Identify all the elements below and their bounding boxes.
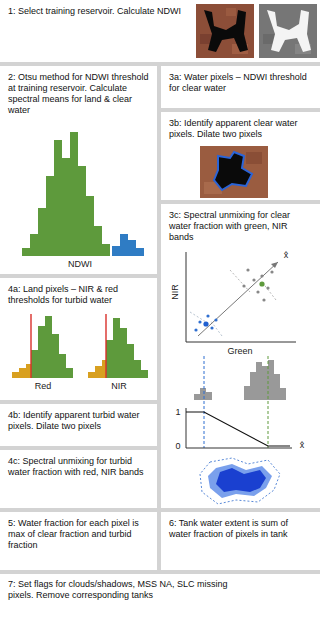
clear-water-image [200,146,268,198]
step-text: 4a: Land pixels – NIR & red thresholds f… [8,284,151,306]
step-text: 3b: Identify apparent clear water pixels… [169,118,312,140]
step-panel: 4b: Identify apparent turbid water pixel… [0,404,157,446]
axis-label: NDWI [68,259,92,269]
axis-label: NIR [111,381,127,391]
step-panel: 7: Set flags for clouds/shadows, MSS NA,… [0,574,320,618]
ndwi-histogram [22,132,144,256]
step-panel: 6: Tank water extent is sum of water fra… [161,512,320,570]
step-panel: 4c: Spectral unmixing for turbid water f… [0,450,157,508]
step-text: 1: Select training reservoir. Calculate … [8,6,190,17]
xhat-histogram [194,356,286,448]
step-panel: 5: Water fraction for each pixel is max … [0,512,157,570]
rgb-thumbnail [196,4,254,58]
axis-label: Green [227,346,252,356]
scatter-plot [186,252,296,342]
step-panel: 3a: Water pixels – NDWI threshold for cl… [161,66,320,108]
step-panel: 3c: Spectral unmixing for clear water fr… [161,204,320,508]
step-text: 5: Water fraction for each pixel is max … [8,518,151,551]
axis-label: NIR [170,284,180,300]
ndwi-thumbnail [259,4,317,58]
red-histogram [12,314,73,378]
step-text: 3c: Spectral unmixing for clear water fr… [169,210,312,243]
step-text: 4c: Spectral unmixing for turbid water f… [8,456,151,478]
fraction-plot [186,408,292,448]
nir-histogram [88,314,148,378]
step-text: 3a: Water pixels – NDWI threshold for cl… [169,72,312,94]
axis-label: Red [35,381,52,391]
step-text: 2: Otsu method for NDWI threshold at tra… [8,72,151,116]
step-text: 7: Set flags for clouds/shadows, MSS NA,… [8,579,228,601]
step-text: 6: Tank water extent is sum of water fra… [169,518,312,540]
step-text: 4b: Identify apparent turbid water pixel… [8,410,151,432]
step-panel: 4a: Land pixels – NIR & red thresholds f… [0,278,157,400]
tick-label: 1 [175,407,180,417]
tick-label: 0 [175,441,180,451]
axis-label: x̂ [284,250,289,260]
water-fraction-map [200,458,280,504]
axis-label: x̂ [300,440,305,450]
